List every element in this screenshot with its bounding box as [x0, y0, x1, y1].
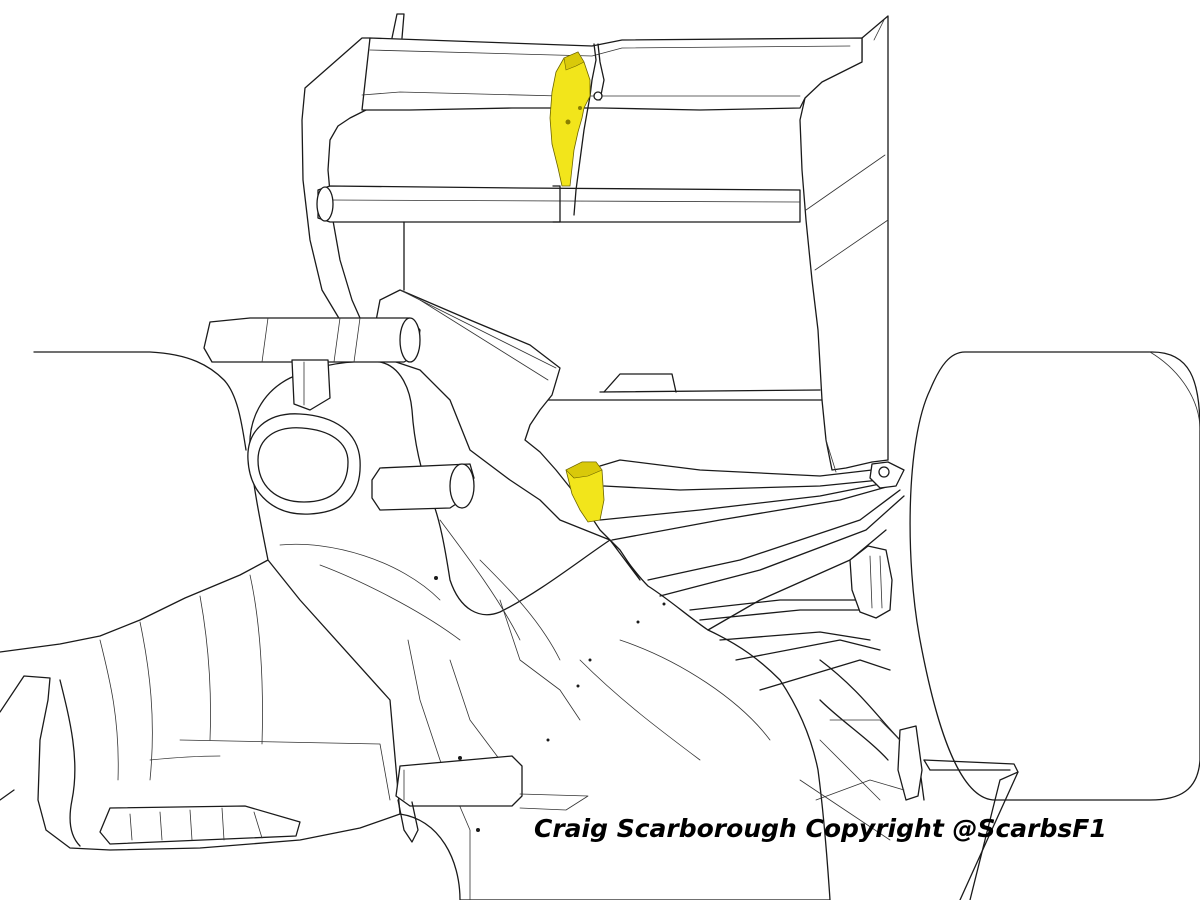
copyright-watermark: Craig Scarborough Copyright @ScarbsF1: [534, 814, 1107, 843]
rear-tyre: [909, 351, 1200, 801]
surface-details: [434, 576, 666, 832]
rear-suspension: [599, 459, 1019, 900]
t-camera-pod: [203, 317, 421, 363]
airbox-intake: [247, 413, 361, 515]
bodywork: [0, 289, 831, 900]
side-tube: [371, 463, 475, 511]
mirror: [395, 755, 523, 807]
rear-wing-mainplane: [317, 185, 801, 223]
rear-wing-left-endplate: [301, 37, 371, 321]
rear-wing-upper-flap: [361, 37, 863, 111]
suspension-mount-highlight: [565, 461, 605, 523]
rear-wing: [301, 13, 889, 473]
engine-cover-fin: [369, 289, 641, 581]
floor-front-vent: [99, 805, 301, 845]
rear-wing-pylon-highlight: [549, 51, 591, 187]
